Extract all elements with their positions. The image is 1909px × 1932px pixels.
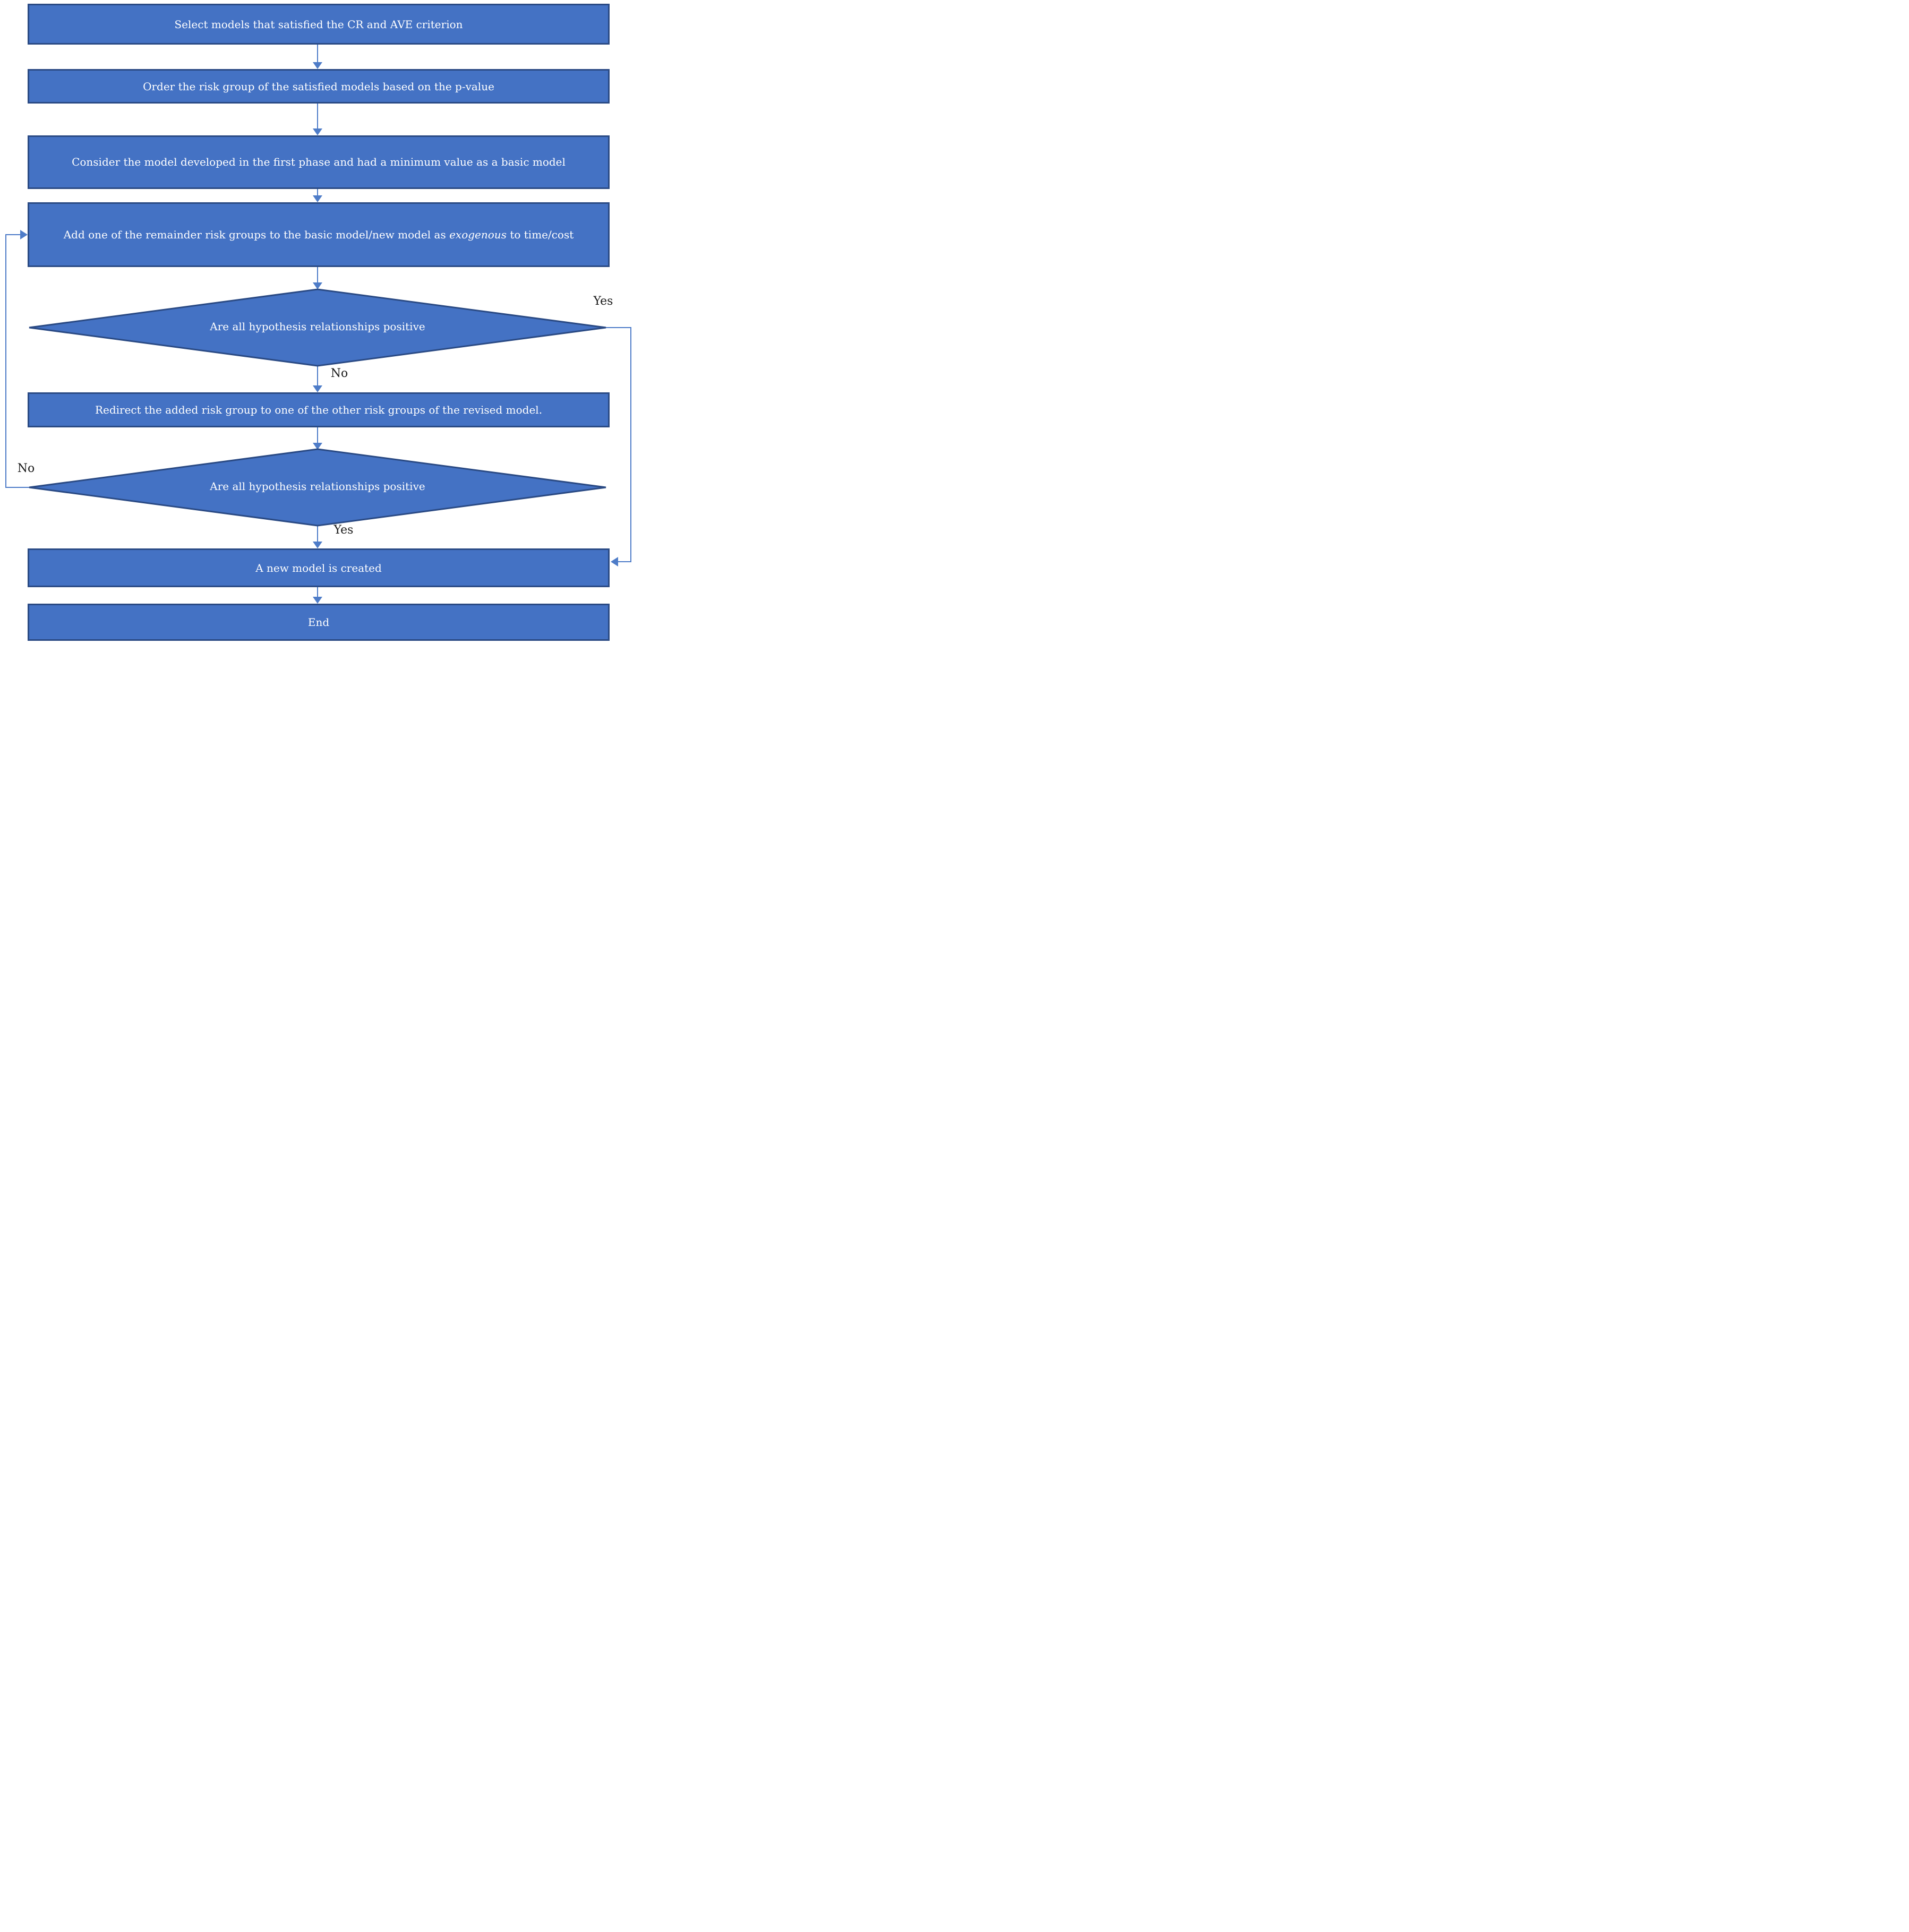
connector-line bbox=[5, 234, 29, 488]
arrowhead-left-icon bbox=[611, 557, 618, 566]
connector-select-to-order bbox=[313, 45, 322, 69]
process-box-consider-basic-model: Consider the model developed in the firs… bbox=[28, 135, 610, 189]
arrowhead-down-icon bbox=[313, 597, 322, 604]
connector-decision2-yes-to-newmodel bbox=[313, 526, 322, 548]
decision1-no-label: No bbox=[330, 367, 348, 380]
decision1-yes-label: Yes bbox=[593, 295, 613, 308]
connector-consider-to-add bbox=[313, 189, 322, 202]
connector-decision1-no-to-redirect bbox=[313, 366, 322, 392]
add-risk-group-label-italic: exogenous bbox=[449, 228, 507, 241]
process-box-redirect-risk-group: Redirect the added risk group to one of … bbox=[28, 392, 610, 427]
connector-decision2-no-to-add bbox=[5, 230, 29, 488]
new-model-created-label: A new model is created bbox=[255, 561, 382, 574]
end-label: End bbox=[307, 616, 330, 629]
arrowhead-down-icon bbox=[313, 282, 322, 289]
select-models-label: Select models that satisfied the CR and … bbox=[174, 18, 463, 31]
connector-add-to-decision1 bbox=[313, 267, 322, 289]
process-box-select-models: Select models that satisfied the CR and … bbox=[28, 4, 610, 45]
process-box-end: End bbox=[28, 604, 610, 641]
arrowhead-down-icon bbox=[313, 542, 322, 548]
add-risk-group-label: Add one of the remainder risk groups to … bbox=[64, 223, 574, 247]
arrowhead-down-icon bbox=[313, 385, 322, 392]
consider-basic-model-label: Consider the model developed in the firs… bbox=[72, 156, 566, 168]
flowchart-connectors bbox=[5, 45, 631, 604]
add-risk-group-label-post: to time/cost bbox=[506, 228, 574, 241]
flowchart-canvas: Select models that satisfied the CR and … bbox=[0, 0, 636, 644]
connector-line bbox=[606, 327, 631, 562]
process-box-new-model-created: A new model is created bbox=[28, 548, 610, 587]
connector-redirect-to-decision2 bbox=[313, 427, 322, 450]
decision-hypothesis-1-label: Are all hypothesis relationships positiv… bbox=[210, 320, 425, 333]
arrowhead-down-icon bbox=[313, 195, 322, 202]
process-box-order-risk-group: Order the risk group of the satisfied mo… bbox=[28, 69, 610, 104]
arrowhead-down-icon bbox=[313, 62, 322, 69]
arrowhead-down-icon bbox=[313, 443, 322, 450]
arrowhead-right-icon bbox=[20, 230, 28, 239]
decision-hypothesis-2-shape bbox=[29, 448, 606, 527]
arrowhead-down-icon bbox=[313, 128, 322, 135]
redirect-risk-group-label: Redirect the added risk group to one of … bbox=[95, 403, 543, 416]
decision-hypothesis-2-label: Are all hypothesis relationships positiv… bbox=[210, 480, 425, 493]
add-risk-group-label-pre: Add one of the remainder risk groups to … bbox=[63, 228, 450, 241]
decision-hypothesis-1-shape bbox=[29, 288, 606, 367]
decision2-yes-label: Yes bbox=[333, 523, 354, 537]
connector-order-to-consider bbox=[313, 104, 322, 135]
process-box-add-risk-group: Add one of the remainder risk groups to … bbox=[28, 202, 610, 267]
decision2-no-label: No bbox=[17, 462, 35, 475]
order-risk-group-label: Order the risk group of the satisfied mo… bbox=[143, 80, 494, 93]
connector-newmodel-to-end bbox=[313, 587, 322, 604]
connector-decision1-yes-to-newmodel bbox=[606, 327, 631, 566]
